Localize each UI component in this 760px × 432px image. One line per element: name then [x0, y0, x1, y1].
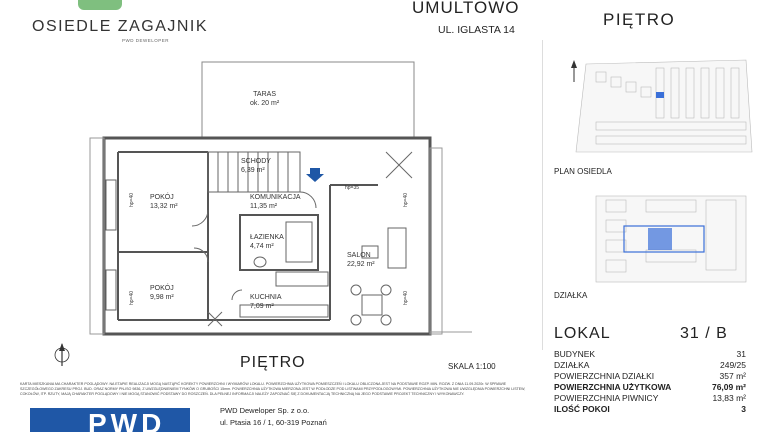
company-address: ul. Ptasia 16 / 1, 60-319 Poznań [220, 418, 327, 427]
height-marker: hp=40 [403, 192, 410, 208]
plot-highlight [648, 228, 672, 250]
plot-map [595, 195, 747, 283]
site-plan-label: PLAN OSIEDLA [554, 167, 612, 176]
north-compass-icon [54, 343, 70, 366]
scale-label: SKALA 1:100 [448, 362, 496, 371]
location-title: UMULTOWO [412, 0, 520, 17]
site-north-icon [571, 60, 577, 82]
disclaimer-text: KARTA MIESZKANIA MA CHARAKTER POGLĄDOWY.… [20, 382, 526, 396]
floor-title-bottom: PIĘTRO [240, 354, 306, 371]
divider [542, 40, 543, 350]
brand-title: OSIEDLE ZAGAJNIK [32, 18, 209, 35]
unit-id: 31 / B [680, 325, 728, 342]
street-address: UL. IGLASTA 14 [438, 24, 515, 36]
height-marker: hp=35 [345, 185, 360, 191]
site-plan-map [571, 59, 753, 153]
brand-logo-mark [78, 0, 122, 10]
entrance-arrow-icon [306, 168, 324, 182]
floor-title-right: PIĘTRO [603, 10, 676, 29]
company-name: PWD Deweloper Sp. z o.o. [220, 406, 310, 415]
floor-plan [54, 61, 472, 366]
company-info: PWD Deweloper Sp. z o.o. ul. Ptasia 16 /… [220, 405, 327, 429]
brand-subtitle: PWD DEWELOPER [122, 38, 170, 43]
plot-label: DZIAŁKA [554, 291, 588, 300]
height-marker: hp=40 [403, 290, 410, 306]
height-marker: hp=40 [129, 192, 136, 208]
unit-label: LOKAL [554, 325, 611, 342]
pwd-logo: PWD [30, 408, 190, 432]
height-marker: hp=40 [129, 290, 136, 306]
site-highlight [656, 92, 664, 98]
